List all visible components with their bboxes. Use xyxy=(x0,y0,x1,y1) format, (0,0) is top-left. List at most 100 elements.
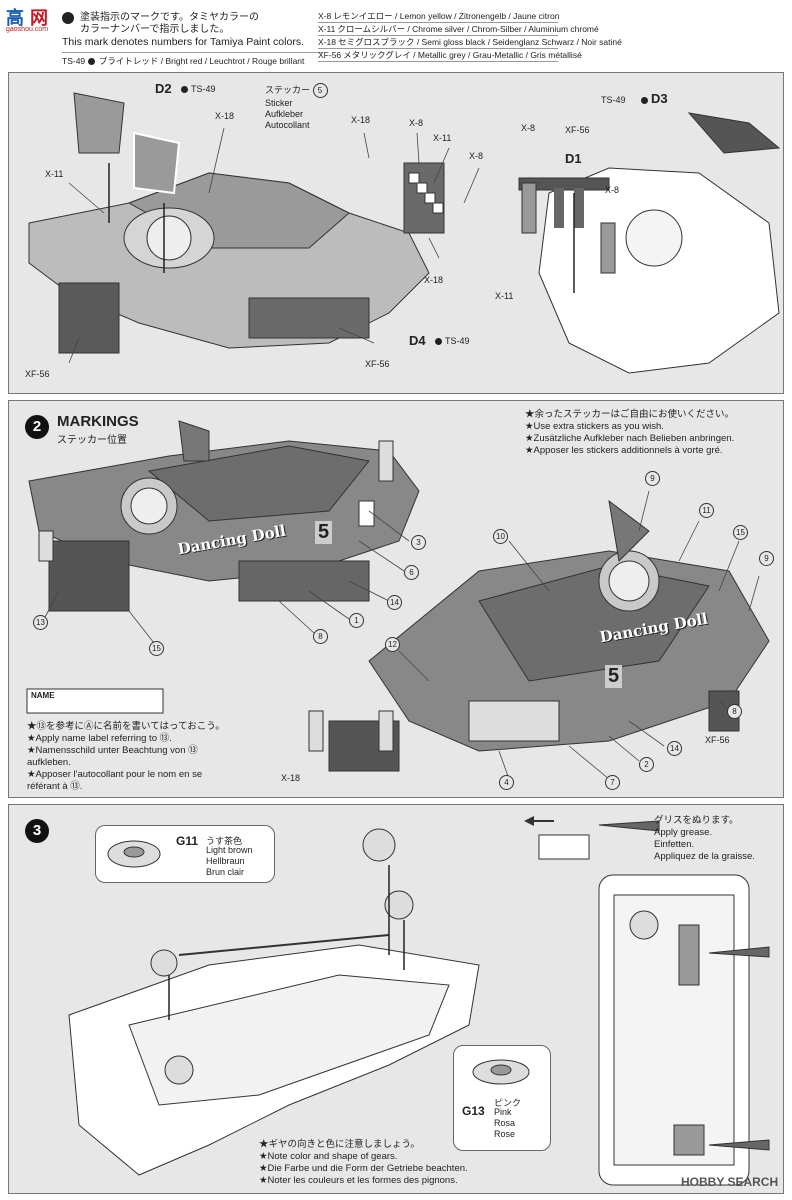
step-title: MARKINGS xyxy=(57,413,139,430)
sticker-callout: 9 xyxy=(645,471,660,486)
g11-color-en: Light brown xyxy=(206,845,253,855)
markings-illustration xyxy=(26,420,770,780)
logo-url: gaoshou.com xyxy=(6,26,49,33)
paint-dot-icon xyxy=(62,12,74,24)
note-line: ★Zusätzliche Aufkleber nach Belieben anb… xyxy=(525,433,735,444)
note-line: aufkleben. xyxy=(27,757,71,768)
g13-color-en: Pink xyxy=(494,1107,512,1117)
d1-paint-label: XF-56 xyxy=(565,125,590,135)
sticker-callout: 11 xyxy=(699,503,714,518)
sticker-jp: ステッカー xyxy=(265,85,311,95)
d3-part-label: D3 xyxy=(651,91,668,106)
d2-part-label: D2 xyxy=(155,81,172,96)
site-logo: 高 网 gaoshou.com xyxy=(6,4,66,34)
g13-gear-callout: G13 ピンク Pink Rosa Rose xyxy=(453,1045,551,1151)
gear-icon xyxy=(472,1059,530,1085)
sticker-callout: 6 xyxy=(404,565,419,580)
g13-label: G13 xyxy=(462,1104,485,1118)
ts49-name: ブライトレッド / Bright red / Leuchtrot / Rouge… xyxy=(98,56,305,66)
logo-char-1: 高 xyxy=(6,8,24,28)
paint-label-x8: X-8 xyxy=(469,151,484,161)
g11-label: G11 xyxy=(176,834,199,848)
sticker-callout: 15 xyxy=(149,641,164,656)
car-number-right: 5 xyxy=(605,665,623,688)
paint-label-x18: X-18 xyxy=(424,275,444,285)
paint-dot-icon xyxy=(181,86,188,93)
sticker-callout: 1 xyxy=(349,613,364,628)
sticker-callout: 2 xyxy=(639,757,654,772)
sticker-callout: 14 xyxy=(667,741,682,756)
sticker-callout: 3 xyxy=(411,535,426,550)
d2-paint-label: TS-49 xyxy=(191,84,216,94)
note-line: ★Apposer les stickers additionnels à vor… xyxy=(525,445,723,456)
sticker-callout: 15 xyxy=(733,525,748,540)
sticker-fr: Autocollant xyxy=(265,120,310,130)
note-line: グリスをぬります。 xyxy=(654,815,739,826)
sticker-callout: 8 xyxy=(313,629,328,644)
grease-note: グリスをぬります。 Apply grease. Einfetten. Appli… xyxy=(654,815,755,863)
note-line: ★余ったステッカーはご自由にお使いください。 xyxy=(525,409,735,420)
extra-sticker-notes: ★余ったステッカーはご自由にお使いください。 ★Use extra sticke… xyxy=(525,409,734,457)
g11-color-de: Hellbraun xyxy=(206,856,245,866)
paint-label-x8: X-8 xyxy=(409,118,424,128)
step3-panel: 3 G11 うす茶色 Light brown Hellbraun Brun cl… xyxy=(8,804,784,1194)
right-paint-x8: X-8 xyxy=(521,123,536,133)
note-line: Einfetten. xyxy=(654,839,695,850)
step-number: 2 xyxy=(25,415,49,439)
note-line: Apply grease. xyxy=(654,827,713,838)
paint-label-x11: X-11 xyxy=(45,169,64,179)
sticker-label: ステッカー 5 Sticker Aufkleber Autocollant xyxy=(265,83,328,131)
note-line: ★Apposer l'autocollant pour le nom en se xyxy=(27,769,203,780)
note-line: ★ギヤの向きと色に注意しましょう。 xyxy=(259,1139,420,1150)
paint-label-x11: X-11 xyxy=(433,133,452,143)
g11-gear-callout: G11 うす茶色 Light brown Hellbraun Brun clai… xyxy=(95,825,275,883)
right-paint-x11: X-11 xyxy=(495,291,514,301)
d4-part-label: D4 xyxy=(409,333,426,348)
sticker-en: Sticker xyxy=(265,98,293,108)
name-notes: ★⑬を参考にⒶに名前を書いてはっておこう。 ★Apply name label … xyxy=(27,721,225,793)
note-line: ★Noter les couleurs et les formes des pi… xyxy=(259,1175,458,1186)
d3-paint-label: TS-49 xyxy=(601,95,626,105)
note-line: Appliquez de la graisse. xyxy=(654,851,755,862)
ts49-row: TS-49 ブライトレッド / Bright red / Leuchtrot /… xyxy=(62,52,322,67)
g13-color-fr: Rose xyxy=(494,1129,516,1139)
logo-char-2: 网 xyxy=(30,8,48,28)
paint-label-x18: X-18 xyxy=(281,773,301,783)
body-illustration-left xyxy=(28,92,781,374)
note-line: référant à ⑬. xyxy=(27,781,83,792)
sticker-callout: 12 xyxy=(385,637,400,652)
paint-dot-icon xyxy=(641,97,648,104)
chassis-illustration xyxy=(68,816,770,1186)
note-line: ★Note color and shape of gears. xyxy=(259,1151,398,1162)
ts49-code: TS-49 xyxy=(62,56,86,66)
header-jp2: カラーナンバーで指示しました。 xyxy=(80,24,230,35)
d1-part-label: D1 xyxy=(565,151,582,166)
header-en: This mark denotes numbers for Tamiya Pai… xyxy=(62,36,304,48)
step-number: 3 xyxy=(25,819,49,843)
hobby-search-watermark: HOBBY SEARCH xyxy=(681,1175,779,1189)
d4-paint-label: TS-49 xyxy=(445,336,470,346)
sticker-callout: 14 xyxy=(387,595,402,610)
paint-legend-intro: 塗装指示のマークです。タミヤカラーの カラーナンバーで指示しました。 This … xyxy=(62,12,322,67)
gear-icon xyxy=(107,840,161,868)
step-subtitle: ステッカー位置 xyxy=(57,435,127,446)
note-line: ★Namensschild unter Beachtung von ⑬ xyxy=(27,745,198,756)
paint-label-x18: X-18 xyxy=(215,111,235,121)
gear-notes: ★ギヤの向きと色に注意しましょう。 ★Note color and shape … xyxy=(259,1139,468,1187)
sticker-callout: 8 xyxy=(727,704,742,719)
paint-label-xf56: XF-56 xyxy=(25,369,50,379)
step2-panel: 2 MARKINGS ステッカー位置 ★余ったステッカーはご自由にお使いください… xyxy=(8,400,784,798)
paint-label-xf56: XF-56 xyxy=(705,735,730,745)
sticker-callout: 4 xyxy=(499,775,514,790)
sticker-callout: 10 xyxy=(493,529,508,544)
sticker-callout: 13 xyxy=(33,615,48,630)
note-line: ★Die Farbe und die Form der Getriebe bea… xyxy=(259,1163,468,1174)
paint-dot-icon xyxy=(87,58,95,65)
step1-panel: D2 TS-49 ステッカー 5 Sticker Aufkleber Autoc… xyxy=(8,72,784,394)
g13-color-jp: ピンク xyxy=(494,1098,522,1108)
sticker-callout: 7 xyxy=(605,775,620,790)
sticker-callout: 9 xyxy=(759,551,774,566)
paint-dot-icon xyxy=(435,338,442,345)
